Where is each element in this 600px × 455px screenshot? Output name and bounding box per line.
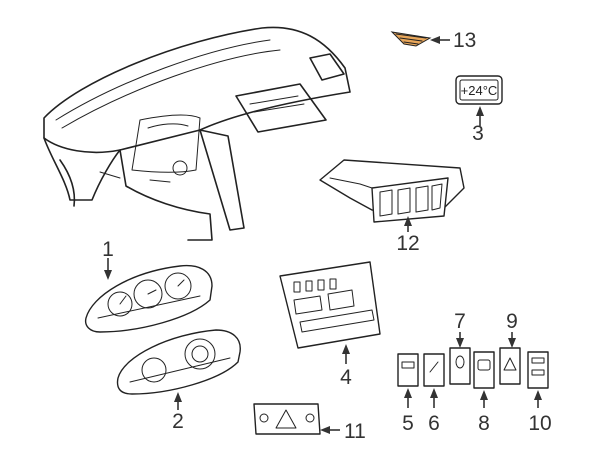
part-3-temp-display: +24°C	[455, 75, 503, 105]
part-12-control-module	[319, 159, 465, 223]
callout-1: 1	[102, 238, 114, 261]
callout-6: 6	[428, 412, 440, 435]
temp-display-text: +24°C	[461, 83, 498, 98]
callout-labels: 13 3 12 1 2 4 11 5 6 7 8 9 10	[102, 29, 552, 443]
callout-arrows	[104, 36, 542, 434]
part-5-switch	[397, 353, 419, 387]
callout-5: 5	[402, 412, 414, 435]
part-4-switch-panel	[279, 261, 381, 349]
part-8-switch	[473, 351, 495, 389]
callout-3: 3	[472, 122, 484, 145]
part-9-hazard-switch	[499, 347, 521, 385]
part-10-switch	[527, 351, 549, 389]
part-1-instrument-cluster	[84, 264, 213, 333]
callout-8: 8	[478, 412, 490, 435]
part-11-hazard-module	[253, 403, 321, 435]
callout-4: 4	[340, 366, 352, 389]
callout-13: 13	[453, 29, 476, 52]
callout-11: 11	[344, 420, 366, 443]
part-2-instrument-cluster	[116, 329, 241, 395]
callout-10: 10	[528, 412, 551, 435]
callout-9: 9	[506, 310, 518, 333]
callout-12: 12	[396, 232, 419, 255]
callout-7: 7	[454, 310, 466, 333]
part-13-trim	[390, 31, 432, 47]
callout-2: 2	[172, 410, 184, 433]
part-6-switch	[423, 353, 445, 387]
part-7-switch	[449, 347, 471, 385]
dashboard-assembly	[43, 26, 351, 241]
